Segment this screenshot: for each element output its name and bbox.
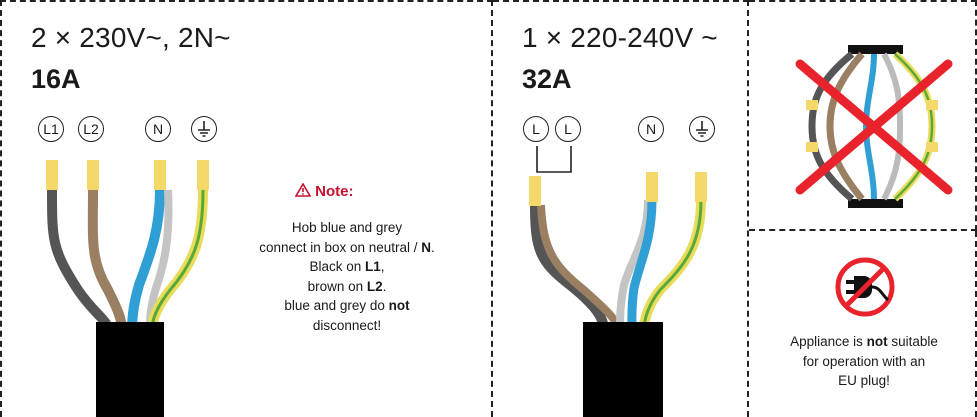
terminal-earth — [689, 116, 715, 142]
ferrule — [154, 160, 166, 190]
note-text: Hob blue and grey connect in box on neut… — [259, 220, 435, 333]
terminal-n: N — [638, 116, 664, 142]
voltage-label-two-phase: 2 × 230V~, 2N~ — [31, 22, 231, 53]
cable-jacket — [96, 322, 164, 417]
panel-eu-plug-warning — [749, 231, 977, 417]
terminal-l-first: L — [523, 116, 549, 142]
warning-triangle-icon — [294, 182, 312, 197]
ferrule — [197, 160, 209, 190]
ferrule — [87, 160, 99, 190]
wire-blue — [127, 189, 165, 331]
amperage-label-two-phase: 16A — [31, 64, 81, 94]
terminal-earth — [191, 116, 217, 142]
panel-two-phase — [0, 0, 493, 417]
amperage-label-single-phase: 32A — [522, 64, 572, 94]
ground-symbol-icon — [696, 121, 708, 137]
terminal-l-second: L — [555, 116, 581, 142]
terminal-l2: L2 — [78, 116, 104, 142]
terminal-l1: L1 — [38, 116, 64, 142]
voltage-label-single-phase: 1 × 220-240V ~ — [522, 22, 718, 53]
cable-two-phase — [46, 160, 209, 417]
terminal-n: N — [145, 116, 171, 142]
panel-incorrect-wiring — [749, 0, 977, 231]
ferrule — [46, 160, 58, 190]
panel-single-phase — [493, 0, 749, 417]
ground-symbol-icon — [198, 121, 210, 137]
wire-brown — [87, 189, 127, 331]
wire-black — [47, 189, 113, 331]
note-heading: Note: — [294, 182, 354, 200]
eu-plug-warning-text: Appliance is not suitable for operation … — [790, 334, 938, 388]
